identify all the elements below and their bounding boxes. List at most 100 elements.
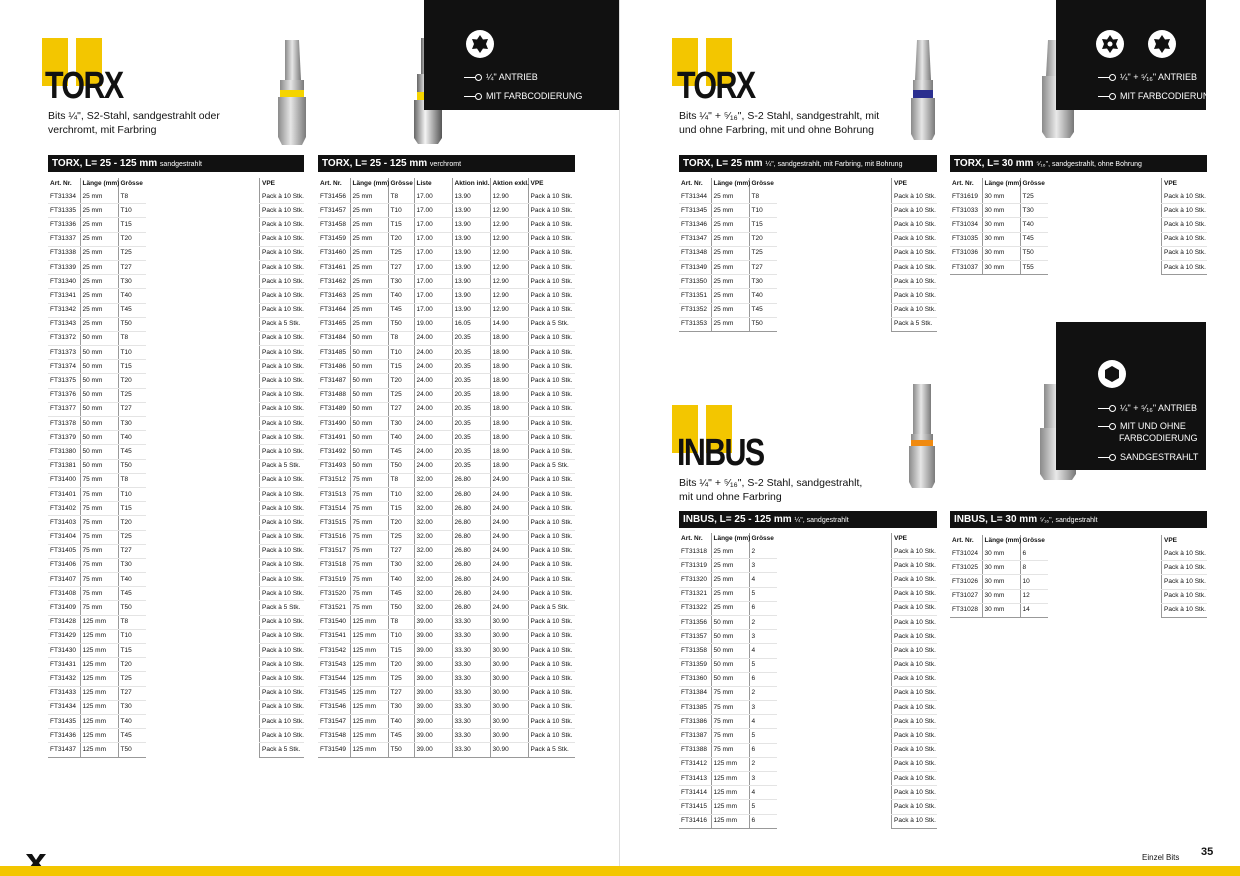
- table-cell: T20: [387, 232, 414, 247]
- table-cell: Pack à 10 Stk.: [527, 331, 575, 347]
- col-header: Aktion inkl.: [451, 178, 490, 190]
- table-cell: 75 mm: [79, 544, 118, 559]
- table-cell: T10: [117, 203, 146, 219]
- table-cell: T10: [387, 345, 414, 361]
- table-cell: 3: [748, 558, 777, 574]
- table-cell: 24.00: [413, 388, 452, 403]
- table-cell: 12.90: [489, 203, 528, 219]
- table-cell: 13.90: [451, 274, 490, 290]
- table-cell: Pack à 10 Stk.: [527, 246, 575, 261]
- table-cell: 18.90: [489, 359, 528, 375]
- col-header: Aktion exkl.: [489, 178, 529, 190]
- table-cell: 18.90: [489, 331, 528, 347]
- table-cell: FT31387: [679, 728, 711, 744]
- table-row: Pack à 10 Stk.: [259, 274, 304, 290]
- table-cell: T50: [387, 600, 414, 616]
- table-cell: 18.90: [489, 416, 528, 432]
- table-cell: 12.90: [489, 190, 528, 205]
- table-cell: 24.90: [489, 530, 528, 545]
- table-cell: FT31377: [48, 402, 80, 418]
- table-cell: Pack à 10 Stk.: [259, 274, 304, 290]
- col-header: Grösse: [117, 178, 146, 190]
- table-cell: 24.90: [489, 544, 528, 559]
- table-cell: 13.90: [451, 217, 490, 233]
- table-cell: Pack à 10 Stk.: [259, 544, 304, 559]
- table-cell: Pack à 10 Stk.: [891, 643, 937, 659]
- table-cell: Pack à 10 Stk.: [259, 501, 304, 517]
- table-cell: 26.80: [451, 586, 490, 602]
- table-cell: FT31360: [679, 672, 711, 687]
- table-cell: Pack à 10 Stk.: [891, 672, 937, 687]
- table-cell: 50 mm: [349, 373, 388, 389]
- table-cell: 32.00: [413, 501, 452, 517]
- table-cell: Pack à 10 Stk.: [891, 743, 937, 758]
- table-cell: Pack à 10 Stk.: [891, 814, 937, 829]
- table-row: Pack à 10 Stk.: [259, 260, 304, 276]
- table-cell: 24.90: [489, 558, 528, 574]
- table-cell: Pack à 10 Stk.: [527, 473, 575, 488]
- table-cell: Pack à 10 Stk.: [259, 260, 304, 276]
- table-cell: T15: [117, 643, 146, 659]
- table-cell: 25 mm: [710, 217, 749, 233]
- table-cell: 14.90: [489, 317, 528, 332]
- table-cell: 30.90: [489, 700, 528, 715]
- table-cell: 24.00: [413, 331, 452, 347]
- col-header: VPE: [891, 533, 937, 545]
- table-cell: 33.30: [451, 671, 490, 687]
- table-cell: Pack à 10 Stk.: [891, 728, 937, 744]
- table-cell: 6: [748, 743, 777, 758]
- table-cell: T30: [117, 558, 146, 574]
- table-cell: 25 mm: [349, 260, 388, 276]
- page-divider: [619, 0, 620, 866]
- table-cell: T8: [117, 331, 146, 347]
- table-cell: 32.00: [413, 530, 452, 545]
- table-cell: FT31386: [679, 714, 711, 730]
- table-cell: FT31491: [318, 430, 350, 446]
- table-cell: 75 mm: [349, 487, 388, 503]
- table-cell: FT31401: [48, 487, 80, 503]
- table-cell: 125 mm: [349, 686, 388, 701]
- table-cell: FT31514: [318, 501, 350, 517]
- table-cell: T20: [387, 515, 414, 531]
- table-cell: FT31385: [679, 700, 711, 716]
- table-cell: 30 mm: [981, 589, 1020, 604]
- table-cell: Pack à 10 Stk.: [1161, 190, 1207, 205]
- table-cell: Pack à 10 Stk.: [1161, 260, 1207, 276]
- table-cell: 75 mm: [79, 586, 118, 602]
- table-row: Pack à 10 Stk.: [1161, 190, 1207, 205]
- table-cell: FT31335: [48, 203, 80, 219]
- table-cell: T27: [387, 402, 414, 418]
- table-cell: 30.90: [489, 671, 528, 687]
- table-row: Pack à 10 Stk.: [259, 728, 304, 744]
- table-row: Pack à 10 Stk.: [891, 658, 937, 673]
- table-cell: Pack à 10 Stk.: [527, 657, 575, 673]
- table-cell: 26.80: [451, 530, 490, 545]
- table-cell: 50 mm: [349, 402, 388, 418]
- table-cell: Pack à 5 Stk.: [527, 742, 575, 758]
